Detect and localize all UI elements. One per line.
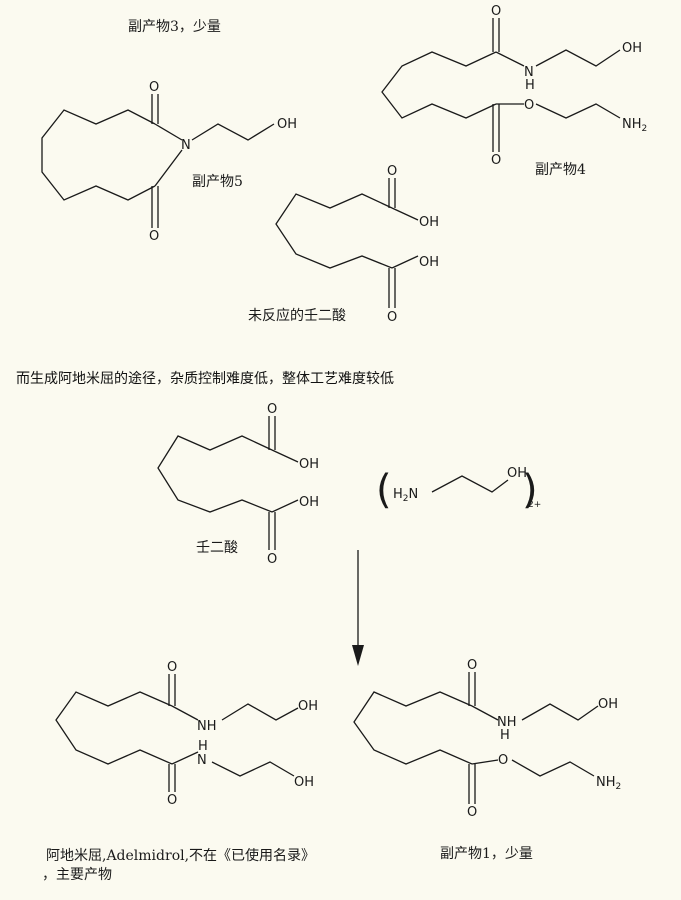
atom-o: O bbox=[267, 552, 277, 567]
atom-oh: OH bbox=[299, 495, 319, 510]
byproduct1-label: 副产物1，少量 bbox=[440, 846, 533, 862]
byproduct1-structure: O NH H OH O O NH2 bbox=[353, 658, 621, 820]
atom-h2n: H2N bbox=[393, 487, 418, 504]
byproduct5-structure: O O N OH bbox=[41, 80, 297, 244]
atom-oh: OH bbox=[294, 775, 314, 790]
adelmidrol-structure: O NH OH O H N OH bbox=[55, 660, 318, 808]
atom-nh: NH bbox=[197, 719, 217, 734]
atom-oh: OH bbox=[277, 117, 297, 132]
svg-text:(: ( bbox=[376, 467, 392, 513]
adelmidrol-label: 阿地米屈,Adelmidrol,不在《已使用名录》 bbox=[46, 847, 315, 864]
atom-oh: OH bbox=[298, 699, 318, 714]
atom-o: O bbox=[167, 793, 177, 808]
atom-oh: OH bbox=[419, 255, 439, 270]
atom-oh: OH bbox=[598, 697, 618, 712]
stoichiometry-label: 2+ bbox=[528, 500, 541, 510]
unreacted-label: 未反应的壬二酸 bbox=[248, 307, 346, 324]
reaction-arrow bbox=[352, 550, 364, 666]
atom-n: NH bbox=[497, 715, 517, 730]
azelaic-acid-structure: O OH OH O bbox=[157, 402, 319, 567]
ethanolamine-structure: ( H2N OH ) 2+ bbox=[376, 466, 541, 513]
atom-o: O bbox=[387, 310, 397, 325]
atom-n: N bbox=[197, 753, 207, 768]
atom-n: N bbox=[181, 138, 191, 153]
atom-h: H bbox=[525, 78, 535, 93]
azelaic-acid-label: 壬二酸 bbox=[196, 540, 238, 556]
atom-o: O bbox=[149, 229, 159, 244]
atom-o: O bbox=[387, 164, 397, 179]
atom-nh2: NH2 bbox=[596, 775, 621, 792]
atom-oh: OH bbox=[419, 215, 439, 230]
byproduct4-structure: O N H OH O O NH2 bbox=[381, 4, 647, 168]
byproduct5-label: 副产物5 bbox=[192, 174, 243, 190]
atom-oh: OH bbox=[622, 41, 642, 56]
atom-o: O bbox=[467, 805, 477, 820]
atom-oh: OH bbox=[299, 457, 319, 472]
svg-text:): ) bbox=[522, 467, 538, 513]
atom-o: O bbox=[524, 98, 534, 113]
atom-h: H bbox=[198, 739, 208, 754]
atom-o: O bbox=[491, 4, 501, 19]
atom-n: N bbox=[524, 65, 534, 80]
atom-o: O bbox=[498, 753, 508, 768]
atom-o: O bbox=[149, 80, 159, 95]
atom-o: O bbox=[467, 658, 477, 673]
atom-o: O bbox=[167, 660, 177, 675]
atom-oh: OH bbox=[507, 466, 527, 481]
adelmidrol-label-line2: ，主要产物 bbox=[42, 867, 112, 883]
atom-nh2: NH2 bbox=[622, 117, 647, 134]
atom-o: O bbox=[267, 402, 277, 417]
atom-o: O bbox=[491, 153, 501, 168]
byproduct4-label: 副产物4 bbox=[535, 162, 586, 178]
byproduct3-label: 副产物3，少量 bbox=[128, 19, 221, 35]
description-text: 而生成阿地米屈的途径，杂质控制难度低，整体工艺难度较低 bbox=[16, 370, 394, 387]
atom-h: H bbox=[500, 728, 510, 743]
unreacted-azelaic-acid-structure: O OH OH O bbox=[275, 164, 439, 325]
